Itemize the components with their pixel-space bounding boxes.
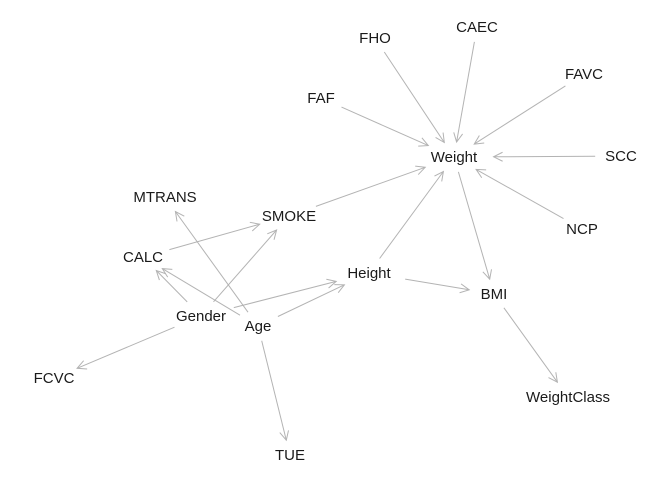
node-weight: Weight — [431, 149, 478, 166]
edge-age-to-height — [277, 284, 346, 317]
edge-age-to-mtrans — [174, 210, 249, 313]
node-scc: SCC — [605, 148, 637, 165]
edge-calc-to-smoke — [169, 221, 261, 251]
node-gender: Gender — [176, 308, 226, 325]
node-tue: TUE — [275, 447, 305, 464]
edge-fho-to-weight — [383, 51, 445, 144]
edge-smoke-to-weight — [315, 165, 427, 207]
edge-age-to-tue — [261, 340, 289, 442]
node-calc: CALC — [123, 249, 163, 266]
edge-weight-to-bmi — [457, 171, 492, 281]
node-faf: FAF — [307, 90, 335, 107]
node-fcvc: FCVC — [34, 370, 75, 387]
edge-bmi-to-weightclass — [503, 307, 559, 384]
node-mtrans: MTRANS — [133, 189, 196, 206]
node-ncp: NCP — [566, 221, 598, 238]
node-caec: CAEC — [456, 19, 498, 36]
node-smoke: SMOKE — [262, 208, 316, 225]
node-age: Age — [245, 318, 272, 335]
edge-scc-to-weight — [492, 151, 596, 162]
node-fho: FHO — [359, 30, 391, 47]
edge-favc-to-weight — [473, 85, 566, 145]
edge-gender-to-height — [233, 278, 338, 309]
edge-height-to-bmi — [405, 278, 471, 294]
node-weightclass: WeightClass — [526, 389, 610, 406]
edge-gender-to-smoke — [213, 229, 278, 303]
edge-gender-to-fcvc — [76, 326, 175, 370]
node-favc: FAVC — [565, 66, 603, 83]
nodes-layer: FHO CAEC FAVC FAF Weight SCC MTRANS SMOKE NCP CAL… — [34, 19, 637, 464]
edge-caec-to-weight — [453, 41, 475, 144]
edge-faf-to-weight — [341, 106, 430, 147]
node-height: Height — [347, 265, 391, 282]
node-bmi: BMI — [481, 286, 508, 303]
edge-gender-to-calc — [155, 269, 188, 303]
edge-age-to-calc — [161, 268, 241, 316]
edge-ncp-to-weight — [475, 168, 564, 220]
edges-layer — [76, 41, 596, 442]
edge-height-to-weight — [379, 170, 445, 259]
